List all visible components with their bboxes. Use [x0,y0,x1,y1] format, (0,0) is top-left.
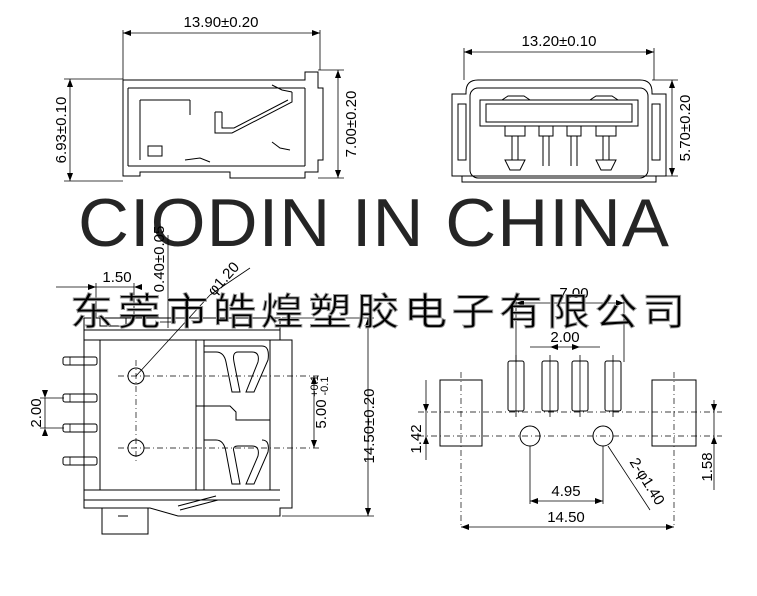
top-slot-tol-minus: -0.1 [319,377,331,396]
watermark-chinese: 东莞市皓煌塑胶电子有限公司 [70,292,690,334]
top-pin-pitch-label: 2.00 [28,398,45,427]
top-slot-width-label: 5.00 [313,399,330,428]
top-offset-label: 1.50 [102,269,131,286]
footprint-overall-width-label: 14.50 [547,509,585,526]
side-height-left-label: 6.93±0.10 [53,97,70,164]
footprint-hole-spacing-label: 4.95 [551,483,580,500]
footprint-left-height-label: 1.42 [408,424,425,453]
footprint-pad-span-label: 7.00 [559,285,588,302]
top-pins [62,356,98,466]
front-view: 13.20±0.10 5.70±0.20 [451,33,694,183]
front-height-label: 5.70±0.20 [677,95,694,162]
top-thickness-label: 0.40±0.05 [151,226,168,293]
top-slot-tol-plus: +0.1 [309,375,321,397]
footprint-pads [507,355,622,417]
side-height-right-label: 7.00±0.20 [343,91,360,158]
side-view: 13.90±0.20 6.93±0.10 7.00±0.20 [53,14,360,182]
front-contacts [504,125,617,171]
footprint-holes-label: 2-φ1.40 [626,455,668,508]
top-slot-width-base: 5.00 [313,399,330,428]
watermark-english: CIODIN IN CHINA [78,185,670,261]
footprint-right-height-label: 1.58 [699,452,716,481]
top-view: 1.50 0.40±0.05 φ1.20 2.00 [28,226,378,535]
top-length-label: 14.50±0.20 [361,389,378,464]
footprint-pad-pitch-label: 2.00 [550,329,579,346]
side-width-label: 13.90±0.20 [184,14,259,31]
front-width-label: 13.20±0.10 [522,33,597,50]
